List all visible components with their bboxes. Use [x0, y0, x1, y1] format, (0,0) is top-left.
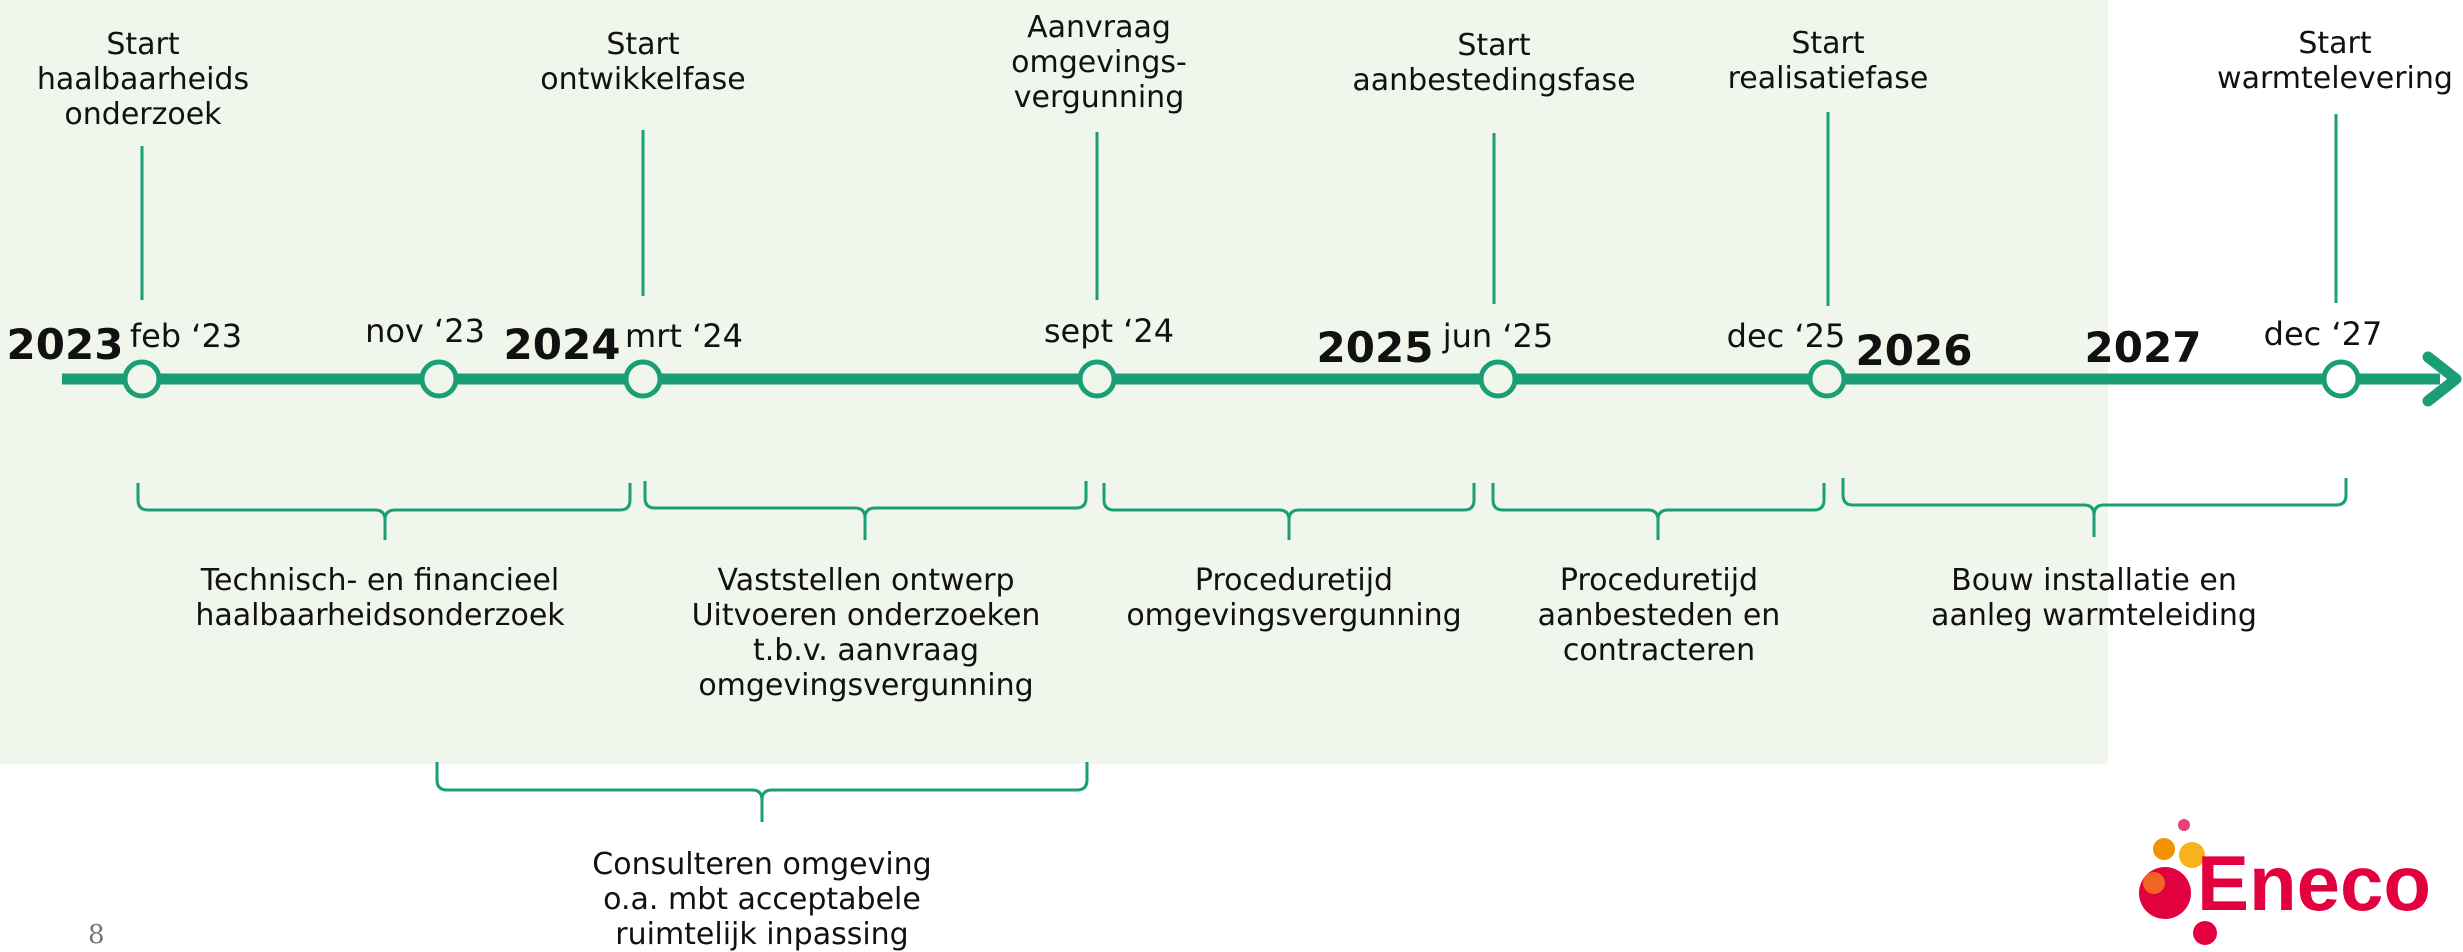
- milestone-text: Aanvraag omgevings- vergunning: [1011, 10, 1187, 115]
- logo-dot: [2178, 819, 2190, 831]
- timeline-marker: [1077, 359, 1117, 399]
- date-label: dec ‘25: [1726, 317, 1846, 355]
- milestone-text: Start aanbestedingsfase: [1352, 28, 1636, 98]
- year-label: 2027: [2084, 323, 2202, 372]
- date-label: feb ‘23: [129, 317, 243, 355]
- milestone-label: Aanvraag omgevings- vergunning: [1011, 10, 1187, 115]
- timeline-marker: [122, 359, 162, 399]
- eneco-logo: Eneco: [2139, 819, 2431, 945]
- milestone-label: Start haalbaarheids onderzoek: [37, 27, 249, 132]
- phase-label: Consulteren omgeving o.a. mbt acceptabel…: [592, 847, 931, 952]
- phase-text: Consulteren omgeving o.a. mbt acceptabel…: [592, 847, 932, 952]
- phase-text: Proceduretijd aanbesteden en contractere…: [1537, 563, 1781, 668]
- milestone-text: Start warmtelevering: [2217, 26, 2453, 96]
- logo-dot: [2193, 921, 2217, 945]
- phase-label: Vaststellen ontwerp Uitvoeren onderzoeke…: [692, 563, 1041, 703]
- phase-brace: [1102, 483, 1476, 540]
- milestone-text: Start realisatiefase: [1727, 26, 1929, 96]
- year-label: 2025: [1316, 323, 1434, 372]
- logo-dot: [2179, 842, 2205, 868]
- logo-dot: [2153, 838, 2175, 860]
- timeline-marker: [1807, 359, 1847, 399]
- timeline-arrowhead: [2422, 351, 2462, 407]
- phase-text: Vaststellen ontwerp Uitvoeren onderzoeke…: [691, 563, 1041, 703]
- year-label: 2023: [6, 320, 124, 369]
- date-label: mrt ‘24: [625, 317, 743, 355]
- date-label: dec ‘27: [2263, 315, 2383, 353]
- timeline-marker: [1478, 359, 1518, 399]
- phase-brace: [136, 483, 632, 540]
- timeline-marker: [623, 359, 663, 399]
- phase-text: Technisch- en financieel haalbaarheidson…: [195, 563, 565, 633]
- date-label: jun ‘25: [1442, 317, 1554, 355]
- phase-label: Technisch- en financieel haalbaarheidson…: [195, 563, 564, 633]
- milestone-label: Start aanbestedingsfase: [1352, 28, 1635, 98]
- milestone-label: Start warmtelevering: [2217, 26, 2453, 96]
- phase-text: Proceduretijd omgevingsvergunning: [1126, 563, 1462, 633]
- year-label: 2026: [1855, 326, 1973, 375]
- logo-dot: [2143, 872, 2165, 894]
- year-label: 2024: [503, 320, 621, 369]
- phase-text: Bouw installatie en aanleg warmteleiding: [1931, 563, 2257, 633]
- phase-label: Proceduretijd aanbesteden en contractere…: [1538, 563, 1781, 668]
- milestone-text: Start haalbaarheids onderzoek: [36, 27, 250, 132]
- page-number: 8: [88, 920, 105, 950]
- phase-brace: [1491, 483, 1826, 540]
- date-label: sept ‘24: [1043, 312, 1175, 350]
- phase-brace: [643, 481, 1088, 540]
- timeline-marker: [2321, 359, 2361, 399]
- phase-label: Bouw installatie en aanleg warmteleiding: [1931, 563, 2257, 633]
- timeline-marker: [419, 359, 459, 399]
- milestone-label: Start ontwikkelfase: [540, 27, 746, 97]
- phase-brace: [435, 762, 1089, 822]
- phase-brace: [1841, 478, 2348, 537]
- date-label: nov ‘23: [365, 312, 485, 350]
- phase-label: Proceduretijd omgevingsvergunning: [1126, 563, 1461, 633]
- logo-text: Eneco: [2197, 839, 2431, 927]
- milestone-text: Start ontwikkelfase: [540, 27, 746, 97]
- milestone-label: Start realisatiefase: [1728, 26, 1929, 96]
